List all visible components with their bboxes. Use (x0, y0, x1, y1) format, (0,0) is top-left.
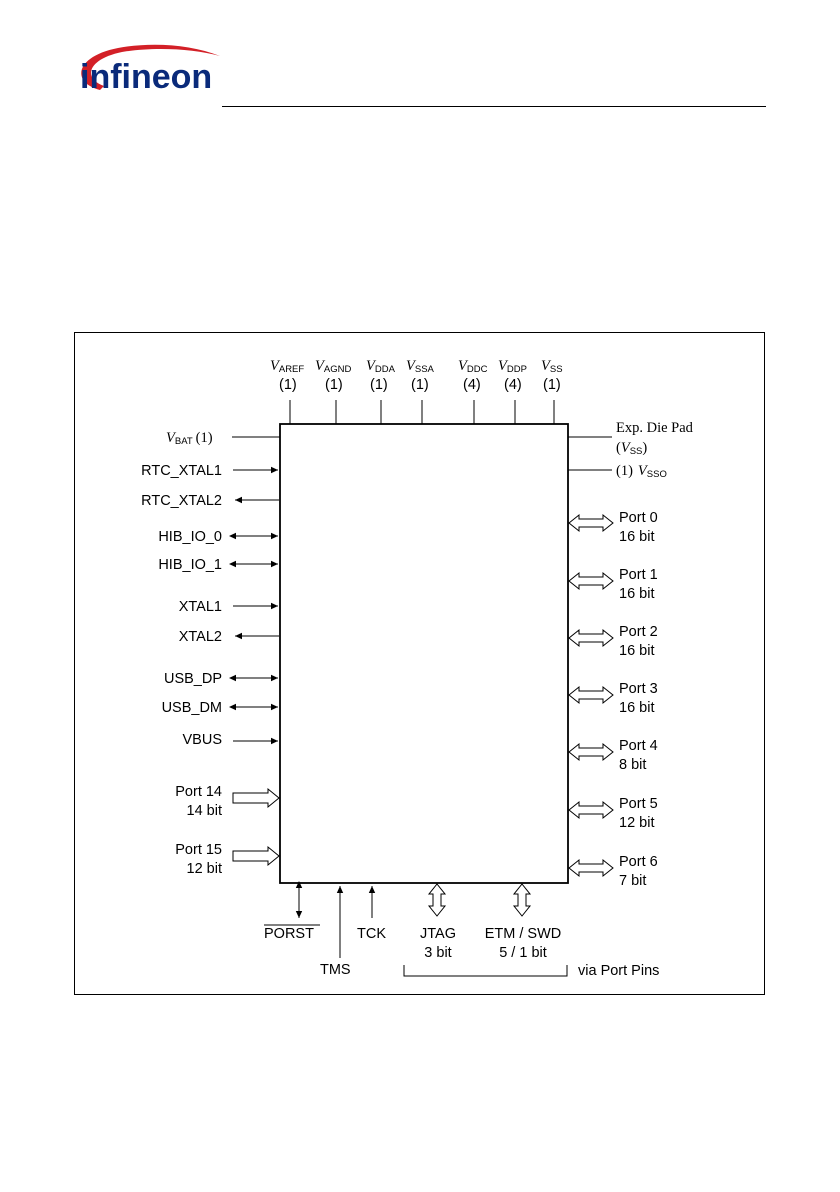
exp-die-pad-vss: (VSS) (616, 440, 647, 457)
port-3-label: Port 3 (619, 681, 658, 697)
port-1-arrow (568, 571, 614, 591)
jtag-arrow (427, 883, 447, 917)
etm-width: 5 / 1 bit (499, 945, 547, 961)
port-1-width: 16 bit (619, 586, 654, 602)
header-rule (222, 106, 766, 107)
pin-label-vssa: VSSA (406, 358, 435, 375)
right-supply-group: Exp. Die Pad (VSS) (1)VSSO (568, 420, 694, 480)
pin-label-rtc-xtal2: RTC_XTAL2 (141, 493, 222, 509)
port-1-label: Port 1 (619, 567, 658, 583)
vsso-label: (1)VSSO (616, 463, 667, 480)
top-pin-group: VAREF (1) VAGND (1) VDDA (1) VSSA (1) VD… (270, 358, 563, 424)
pin-label-vdda: VDDA (366, 358, 396, 375)
pin-count-vssa: (1) (411, 377, 429, 393)
port-4-width: 8 bit (619, 757, 646, 773)
pin-label-vddp: VDDP (498, 358, 527, 375)
pin-count-vddp: (4) (504, 377, 522, 393)
pin-count-varef: (1) (279, 377, 297, 393)
infineon-logo: infineon (80, 44, 220, 96)
vbat-pin: VBAT(1) (166, 430, 280, 447)
port-2-arrow (568, 628, 614, 648)
pin-count-vagnd: (1) (325, 377, 343, 393)
port-14-label: Port 14 (175, 784, 222, 800)
pin-label-vbus: VBUS (183, 732, 223, 748)
chip-body (279, 423, 569, 884)
port-3-width: 16 bit (619, 700, 654, 716)
diagram-frame (74, 332, 765, 995)
etm-label: ETM / SWD (485, 926, 562, 942)
tms-label: TMS (320, 962, 351, 978)
port-14-width: 14 bit (187, 803, 222, 819)
pin-count-vddc: (4) (463, 377, 481, 393)
jtag-width: 3 bit (424, 945, 451, 961)
pin-count-vdda: (1) (370, 377, 388, 393)
port-2-label: Port 2 (619, 624, 658, 640)
pin-label-usb-dp: USB_DP (164, 671, 222, 687)
via-port-pins-label: via Port Pins (578, 963, 659, 979)
port-5-width: 12 bit (619, 815, 654, 831)
pin-label-usb-dm: USB_DM (162, 700, 222, 716)
pin-label-hib-io-0: HIB_IO_0 (158, 529, 222, 545)
port-6-label: Port 6 (619, 854, 658, 870)
port-2-width: 16 bit (619, 643, 654, 659)
port-0-label: Port 0 (619, 510, 658, 526)
right-port-group: Port 0 16 bit Port 1 16 bit Port 2 16 bi… (568, 510, 658, 889)
pin-label-vddc: VDDC (458, 358, 488, 375)
vbat-label: VBAT(1) (166, 430, 213, 447)
jtag-label: JTAG (420, 926, 456, 942)
port-4-arrow (568, 742, 614, 762)
tck-label: TCK (357, 926, 386, 942)
port-4-label: Port 4 (619, 738, 658, 754)
porst-label: PORST (264, 926, 314, 942)
pin-label-hib-io-1: HIB_IO_1 (158, 557, 222, 573)
left-port-group: Port 14 14 bit Port 15 12 bit (175, 784, 280, 877)
pin-label-varef: VAREF (270, 358, 304, 375)
port-6-arrow (568, 858, 614, 878)
port-15-label: Port 15 (175, 842, 222, 858)
logo-text: infineon (80, 58, 212, 96)
port-0-arrow (568, 513, 614, 533)
pin-label-xtal1: XTAL1 (179, 599, 222, 615)
left-pin-group: RTC_XTAL1 RTC_XTAL2 HIB_IO_0 HIB_IO_1 XT… (141, 463, 279, 748)
bottom-pin-group: PORST TMS TCK JTAG 3 bit ETM / SWD 5 / 1… (264, 881, 659, 979)
via-port-bracket (403, 965, 568, 977)
port-15-arrow (232, 845, 280, 867)
exp-die-pad-label: Exp. Die Pad (616, 420, 694, 436)
port-15-width: 12 bit (187, 861, 222, 877)
pin-label-rtc-xtal1: RTC_XTAL1 (141, 463, 222, 479)
pin-label-xtal2: XTAL2 (179, 629, 222, 645)
port-5-arrow (568, 800, 614, 820)
pin-label-vagnd: VAGND (315, 358, 351, 375)
logo-swoosh (81, 44, 220, 90)
pin-count-vss: (1) (543, 377, 561, 393)
port-5-label: Port 5 (619, 796, 658, 812)
etm-arrow (512, 883, 532, 917)
port-14-arrow (232, 787, 280, 809)
pin-label-vss: VSS (541, 358, 563, 375)
port-6-width: 7 bit (619, 873, 646, 889)
port-0-width: 16 bit (619, 529, 654, 545)
port-3-arrow (568, 685, 614, 705)
